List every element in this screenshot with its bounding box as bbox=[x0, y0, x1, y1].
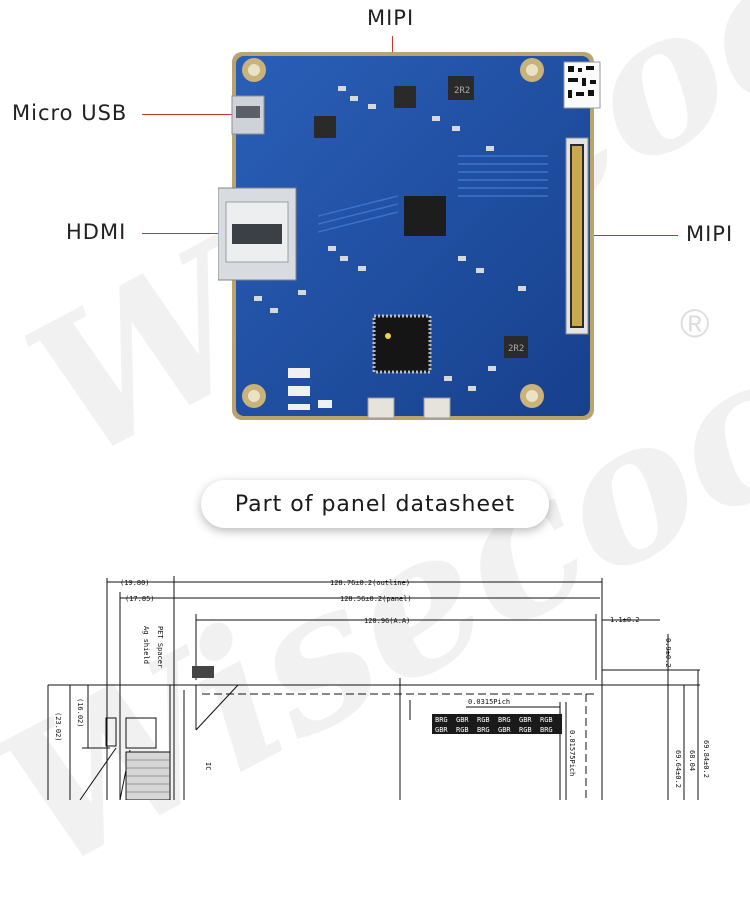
pixel-cell-4: BRG bbox=[498, 716, 511, 724]
svg-text:GBR: GBR bbox=[498, 726, 511, 734]
ic-marking-2: 2R2 bbox=[508, 344, 524, 354]
dim-right-gap: 1.1±0.2 bbox=[610, 616, 640, 624]
dim-panel: 128.56±0.2(panel) bbox=[340, 595, 412, 603]
pixel-cell-3: RGB bbox=[477, 716, 490, 724]
pixel-cell-1: BRG bbox=[435, 716, 448, 724]
svg-text:RGB: RGB bbox=[456, 726, 469, 734]
pixel-cells: BRG GBR RGB BRG GBR RGB GBR RGB BRG GBR … bbox=[432, 714, 562, 734]
top-mipi-leader bbox=[392, 36, 393, 54]
svg-text:BRG: BRG bbox=[477, 726, 490, 734]
dim-ic: IC bbox=[204, 762, 212, 770]
label-ag-shield: Ag shield bbox=[142, 626, 150, 664]
driver-board-image: 2R2 2R2 bbox=[218, 52, 601, 420]
pixel-cell-2: GBR bbox=[456, 716, 469, 724]
svg-text:BRG: BRG bbox=[540, 726, 553, 734]
svg-text:RGB: RGB bbox=[519, 726, 532, 734]
dim-d2: (17.85) bbox=[125, 595, 155, 603]
dim-top-gap: 0.9±0.2 bbox=[664, 638, 672, 668]
dim-outline: 128.76±0.2(outline) bbox=[330, 579, 410, 587]
top-mipi-label: MIPI bbox=[367, 6, 415, 30]
dim-pitch-v: 0.01575Pich bbox=[568, 730, 576, 776]
mount-holes bbox=[242, 58, 544, 408]
micro-usb-label: Micro USB bbox=[12, 101, 128, 125]
right-mipi-leader bbox=[578, 235, 678, 236]
label-pet-spacer: PET Spacer bbox=[156, 626, 164, 668]
dim-right-h2: 69.64±0.2 bbox=[674, 750, 682, 788]
dim-right-h1: 68.04 bbox=[688, 750, 696, 771]
dim-left-b: (23.02) bbox=[54, 712, 62, 742]
panel-datasheet-drawing: BRG GBR RGB BRG GBR RGB GBR RGB BRG GBR … bbox=[47, 576, 710, 800]
svg-text:GBR: GBR bbox=[435, 726, 448, 734]
section-title: Part of panel datasheet bbox=[201, 480, 549, 528]
pixel-cell-5: GBR bbox=[519, 716, 532, 724]
dim-d1: (19.80) bbox=[120, 579, 150, 587]
dim-left-a: (16.02) bbox=[76, 698, 84, 728]
hdmi-leader bbox=[142, 233, 226, 234]
micro-usb-leader bbox=[142, 114, 234, 115]
hdmi-label: HDMI bbox=[66, 220, 127, 244]
ic-marking-1: 2R2 bbox=[454, 86, 470, 96]
dim-aa: 120.96(A.A) bbox=[364, 617, 410, 625]
dim-pitch-h: 0.0315Pich bbox=[468, 698, 510, 706]
right-mipi-label: MIPI bbox=[686, 222, 734, 246]
pixel-cell-6: RGB bbox=[540, 716, 553, 724]
dim-right-h3: 69.84±0.2 bbox=[702, 740, 710, 778]
registered-mark: ® bbox=[680, 302, 710, 346]
